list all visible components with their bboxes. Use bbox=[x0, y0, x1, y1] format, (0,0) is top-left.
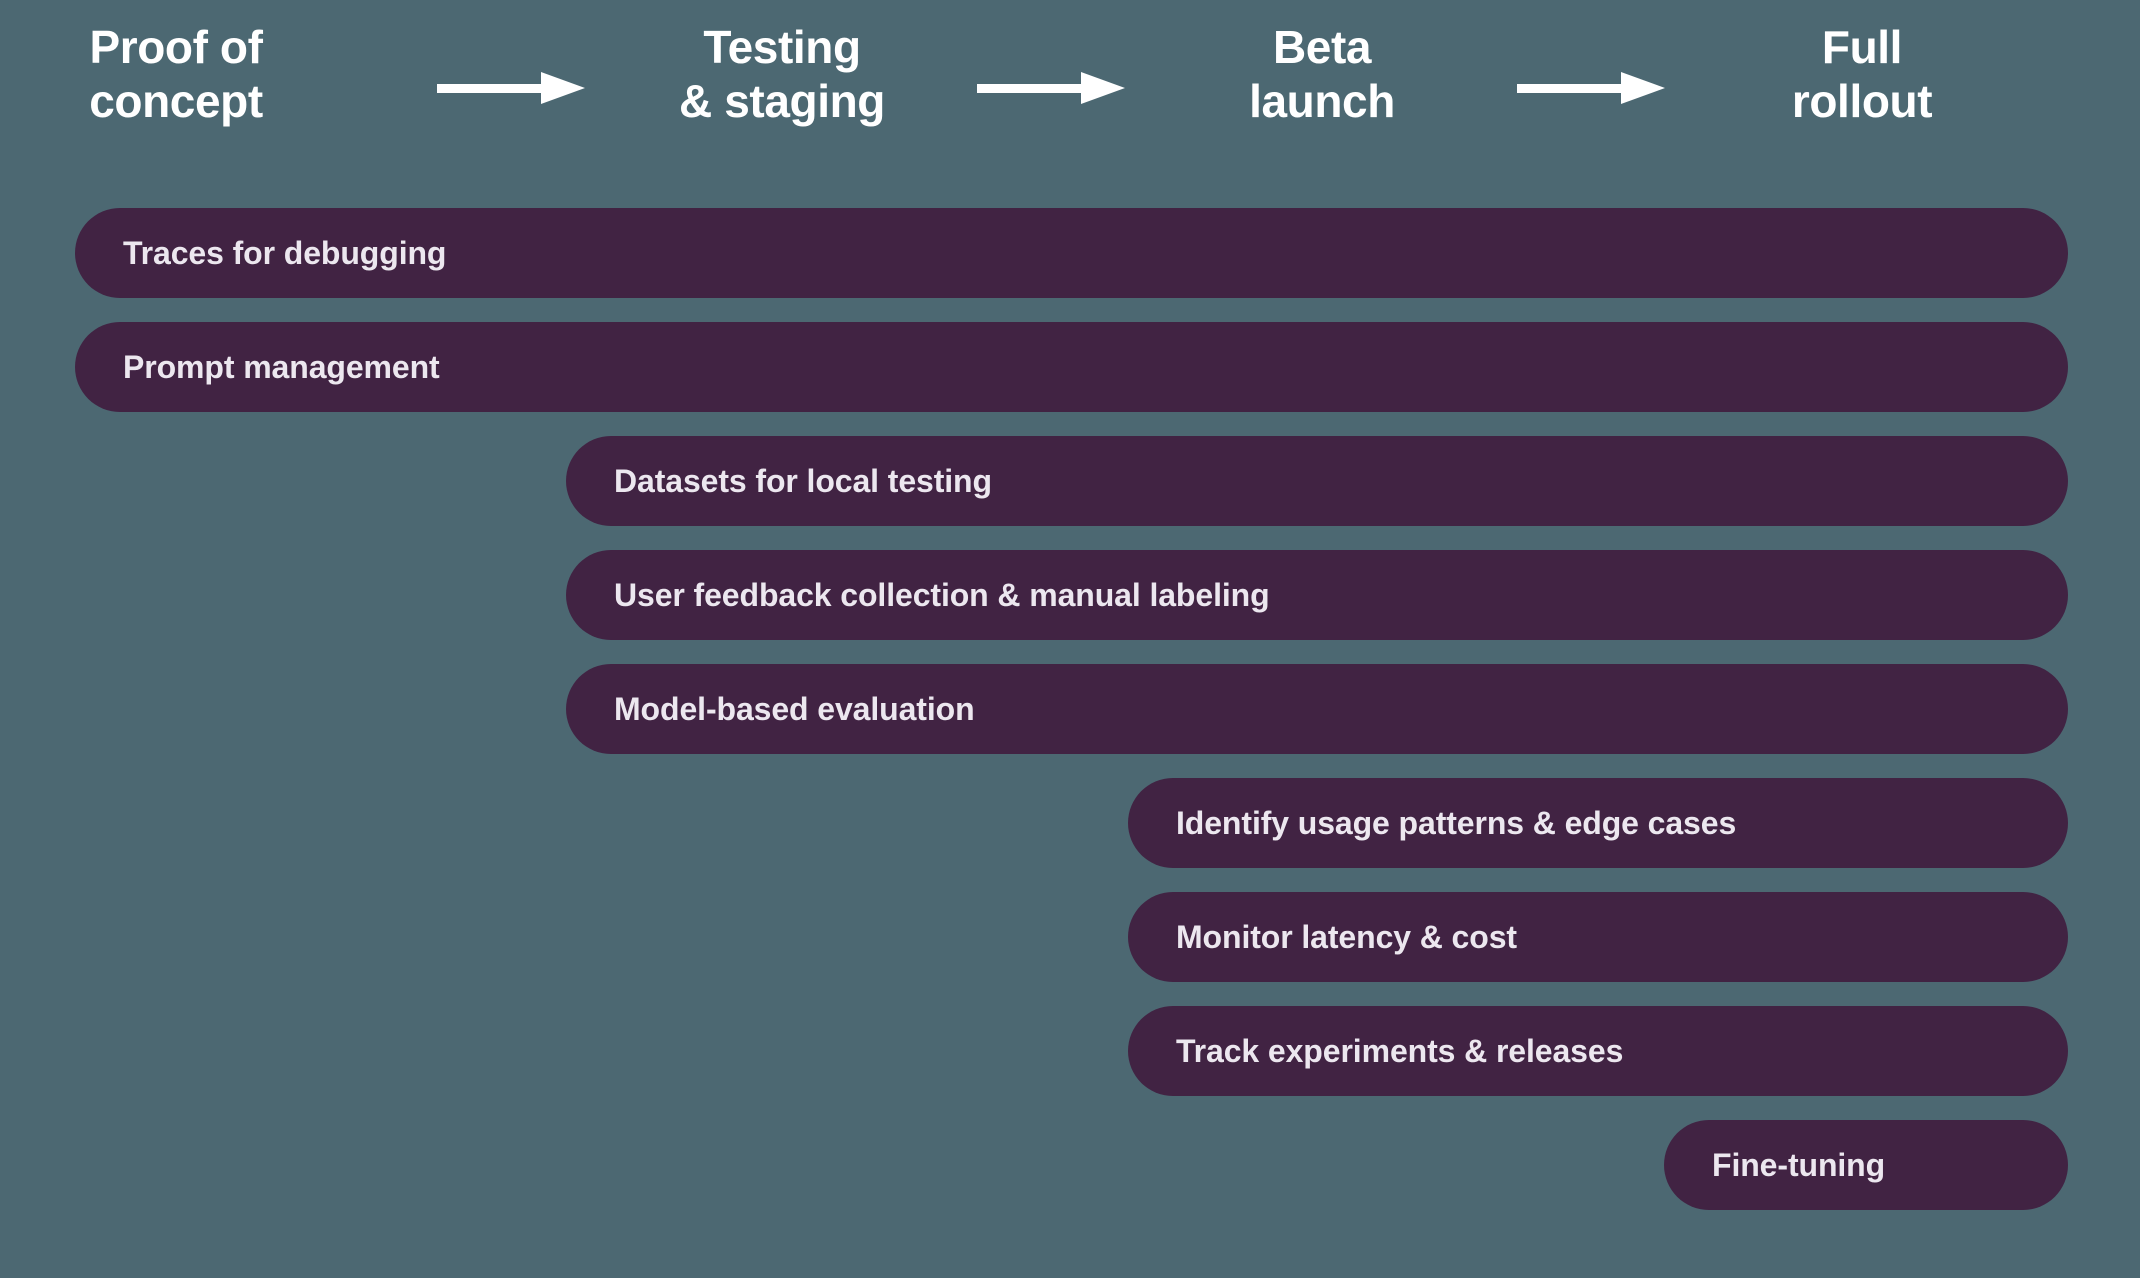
capability-bar[interactable]: Model-based evaluation bbox=[566, 664, 2068, 754]
capability-bar[interactable]: Fine-tuning bbox=[1664, 1120, 2068, 1210]
phase-label-2: Testing & staging bbox=[679, 21, 885, 128]
capability-bar[interactable]: Monitor latency & cost bbox=[1128, 892, 2068, 982]
capability-bar[interactable]: Prompt management bbox=[75, 322, 2068, 412]
arrow-poc-to-testing-icon bbox=[437, 72, 585, 104]
capability-bar[interactable]: Track experiments & releases bbox=[1128, 1006, 2068, 1096]
capability-bar-label: Datasets for local testing bbox=[614, 462, 992, 499]
capability-bar[interactable]: Datasets for local testing bbox=[566, 436, 2068, 526]
arrow-testing-to-beta-icon bbox=[977, 72, 1125, 104]
arrow-beta-to-fullrollout-icon bbox=[1517, 72, 1665, 104]
capability-bar-label: Track experiments & releases bbox=[1176, 1032, 1624, 1069]
capability-bar-label: Prompt management bbox=[123, 348, 440, 385]
phase-label-4: Full rollout bbox=[1791, 21, 1933, 128]
capability-bar-label: User feedback collection & manual labeli… bbox=[614, 576, 1270, 613]
phase-header: Proof of concept Testing & staging Beta la… bbox=[0, 0, 2140, 180]
capability-bar-label: Traces for debugging bbox=[123, 234, 447, 271]
capability-bar-label: Model-based evaluation bbox=[614, 690, 975, 727]
capability-bar-label: Identify usage patterns & edge cases bbox=[1176, 804, 1737, 841]
capability-bar[interactable]: Identify usage patterns & edge cases bbox=[1128, 778, 2068, 868]
phase-label-1: Proof of concept bbox=[89, 21, 263, 128]
capability-bar[interactable]: Traces for debugging bbox=[75, 208, 2068, 298]
capability-bar-label: Monitor latency & cost bbox=[1176, 918, 1517, 955]
capability-bar-label: Fine-tuning bbox=[1712, 1146, 1886, 1183]
capability-bar[interactable]: User feedback collection & manual labeli… bbox=[566, 550, 2068, 640]
phase-label-3: Beta launch bbox=[1249, 21, 1395, 128]
